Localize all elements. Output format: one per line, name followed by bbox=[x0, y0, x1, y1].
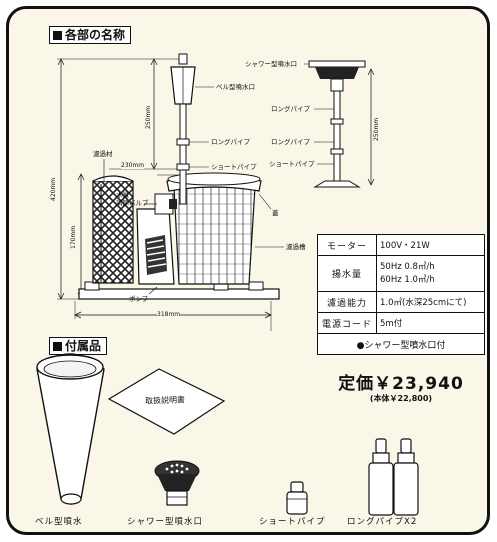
label-short-pipe-right: ショートパイプ bbox=[269, 160, 315, 168]
accessories-section-title: 付属品 bbox=[49, 337, 108, 355]
label-filter-material: 濾過材 bbox=[93, 150, 113, 158]
label-lid: 蓋 bbox=[272, 209, 279, 217]
label-shower-nozzle: シャワー型噴水口 bbox=[245, 60, 297, 68]
spec-row-cord: 電源コード 5m付 bbox=[317, 312, 485, 334]
label-long-pipe-a: ロングパイプ bbox=[271, 105, 310, 113]
spec-row-motor: モーター 100V・21W bbox=[317, 234, 485, 256]
label-long-pipe-main: ロングパイプ bbox=[211, 138, 250, 146]
filter-unit-diagram bbox=[36, 53, 419, 516]
label-long-pipe-b: ロングパイプ bbox=[271, 138, 310, 146]
manual-label: 取扱説明書 bbox=[144, 395, 186, 406]
caption-bell-nozzle: ベル型噴水 bbox=[35, 517, 83, 527]
spec-key: 電源コード bbox=[317, 312, 377, 334]
caption-short-pipe: ショートパイプ bbox=[259, 517, 326, 527]
dim-250-right: 250mm bbox=[373, 117, 380, 141]
spec-row-accessory: ●シャワー型噴水口付 bbox=[317, 333, 485, 355]
price-main: 定価￥23,940 bbox=[338, 374, 464, 394]
label-flow-valve: 水量 調節バルブ bbox=[116, 191, 149, 207]
dim-230: 230mm bbox=[121, 162, 145, 169]
label-short-pipe-main: ショートパイプ bbox=[211, 163, 257, 171]
spec-value: 1.0㎥(水深25cmにて) bbox=[376, 291, 485, 313]
product-sheet: 各部の名称 付属品 bbox=[6, 6, 490, 535]
square-bullet-icon bbox=[53, 342, 62, 351]
square-bullet-icon bbox=[53, 31, 62, 40]
spec-value: 50Hz 0.8㎥/h 60Hz 1.0㎥/h bbox=[376, 255, 485, 292]
dim-420: 420mm bbox=[50, 177, 57, 201]
spec-key: 揚水量 bbox=[317, 255, 377, 292]
spec-row-flow: 揚水量 50Hz 0.8㎥/h 60Hz 1.0㎥/h bbox=[317, 255, 485, 292]
dim-170: 170mm bbox=[70, 225, 77, 249]
caption-shower-nozzle: シャワー型噴水口 bbox=[127, 517, 204, 527]
dim-250-left: 250mm bbox=[145, 105, 152, 129]
price-sub: (本体￥22,800) bbox=[369, 394, 433, 403]
label-bell-nozzle: ベル型噴水口 bbox=[216, 83, 255, 91]
dim-318: 318mm bbox=[157, 311, 181, 318]
spec-key: 濾過能力 bbox=[317, 291, 377, 313]
label-pump: ポンプ bbox=[129, 295, 149, 303]
label-filter-tank: 濾過槽 bbox=[286, 243, 306, 251]
caption-long-pipe: ロングパイプX2 bbox=[347, 517, 418, 527]
spec-table: モーター 100V・21W 揚水量 50Hz 0.8㎥/h 60Hz 1.0㎥/… bbox=[317, 234, 485, 355]
parts-section-title: 各部の名称 bbox=[49, 26, 132, 44]
spec-value: 100V・21W bbox=[376, 234, 485, 256]
spec-key: モーター bbox=[317, 234, 377, 256]
spec-row-capacity: 濾過能力 1.0㎥(水深25cmにて) bbox=[317, 291, 485, 313]
spec-note: ●シャワー型噴水口付 bbox=[317, 333, 485, 355]
price-block: 定価￥23,940 (本体￥22,800) bbox=[317, 374, 485, 404]
spec-value: 5m付 bbox=[376, 312, 485, 334]
